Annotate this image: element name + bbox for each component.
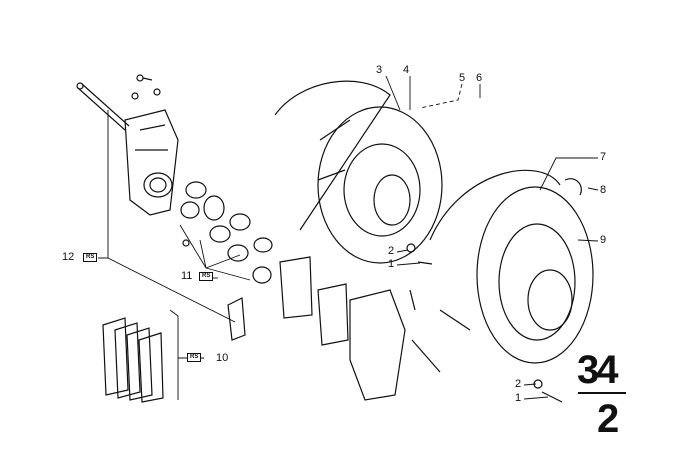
brake-pad [279, 256, 349, 346]
caliper-left [124, 74, 179, 216]
callout-9: 9 [600, 234, 607, 246]
anti-rattle-spring [227, 297, 246, 341]
callout-12: 12 [62, 251, 75, 263]
group-number: 34 [577, 348, 618, 392]
pad-set [102, 317, 164, 403]
rs-tag-11: RS [199, 272, 214, 281]
callout-4: 4 [403, 64, 410, 76]
callout-2: 2 [388, 245, 395, 257]
callout-11: 11 [181, 270, 193, 282]
callout-1: 1 [388, 258, 395, 270]
piston-seals [180, 181, 273, 284]
callout-8: 8 [600, 184, 607, 196]
callout-2-lower: 2 [515, 378, 522, 390]
brake-disc-vented [429, 169, 594, 403]
rs-tag-12: RS [83, 253, 98, 262]
brake-disc-solid [274, 80, 443, 265]
callout-1-lower: 1 [515, 392, 522, 404]
callout-7: 7 [600, 151, 607, 163]
callout-5: 5 [459, 72, 466, 84]
caliper-right [349, 289, 441, 401]
guide-pin [76, 82, 130, 131]
callout-10: 10 [216, 352, 229, 364]
subgroup-number: 2 [597, 397, 620, 441]
callout-6: 6 [476, 72, 483, 84]
rs-tag-10: RS [187, 353, 202, 362]
callout-3: 3 [376, 64, 383, 76]
leader-lines [98, 75, 599, 400]
